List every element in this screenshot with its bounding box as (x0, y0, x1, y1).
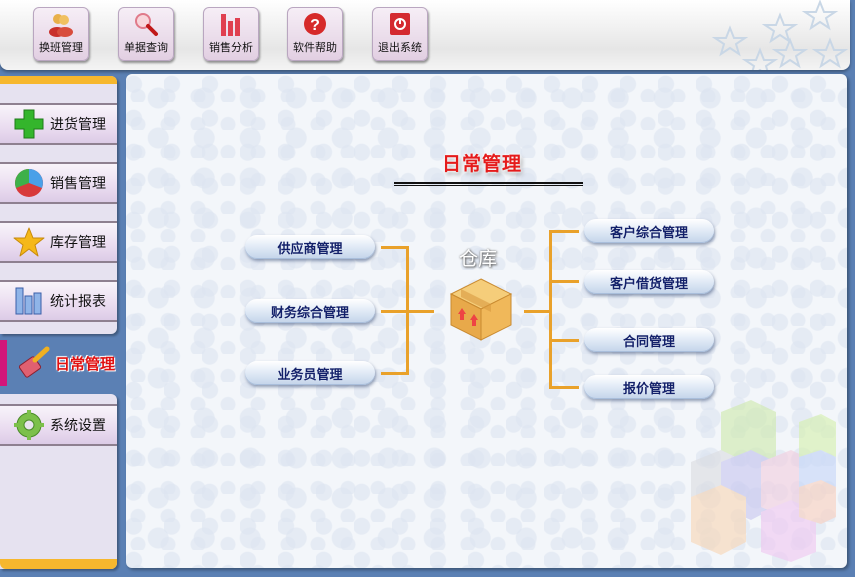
salesperson-management-button[interactable]: 业务员管理 (245, 361, 375, 385)
connector-line (549, 386, 579, 389)
sidebar-item-reports[interactable]: 统计报表 (0, 280, 117, 322)
sidebar-cap (0, 76, 117, 84)
top-toolbar: 换班管理 单据查询 销售分析 ? 软件帮助 退出系统 (0, 0, 850, 70)
sidebar-group-lower: 系统设置 (0, 394, 117, 569)
exit-system-button[interactable]: 退出系统 (372, 7, 428, 61)
sidebar-item-label: 统计报表 (50, 294, 106, 310)
sidebar-item-label: 系统设置 (50, 418, 106, 434)
warehouse-label: 仓库 (459, 248, 498, 270)
supplier-management-button[interactable]: 供应商管理 (245, 235, 375, 259)
svg-text:?: ? (310, 17, 320, 34)
connector-line (381, 372, 407, 375)
document-query-button[interactable]: 单据查询 (118, 7, 174, 61)
sidebar-item-purchase[interactable]: 进货管理 (0, 103, 117, 145)
help-icon: ? (301, 11, 329, 37)
customer-loan-management-button[interactable]: 客户借货管理 (584, 270, 714, 294)
sidebar-group-upper: 进货管理 销售管理 库存管理 统计报表 (0, 76, 117, 334)
bar-chart-icon (12, 284, 46, 318)
title-divider (394, 182, 583, 186)
sidebar-item-label: 销售管理 (50, 176, 106, 192)
users-icon (47, 11, 75, 37)
sidebar-cap (0, 559, 117, 569)
star-icon (12, 225, 46, 259)
toolbar-button-label: 换班管理 (39, 41, 83, 54)
toolbar-button-label: 软件帮助 (293, 41, 337, 54)
cubes-decoration (691, 400, 836, 562)
contract-management-button[interactable]: 合同管理 (584, 328, 714, 352)
magnifier-icon (132, 11, 160, 37)
toolbar-button-label: 销售分析 (209, 41, 253, 54)
finance-management-button[interactable]: 财务综合管理 (245, 299, 375, 323)
stars-decoration (711, 0, 849, 70)
connector-line (549, 230, 579, 233)
shift-management-button[interactable]: 换班管理 (33, 7, 89, 61)
sidebar: 进货管理 销售管理 库存管理 统计报表 日常管理 (0, 76, 118, 569)
sidebar-item-settings[interactable]: 系统设置 (0, 404, 117, 446)
gear-icon (12, 408, 46, 442)
connector-line (406, 310, 434, 313)
toolbar-button-label: 退出系统 (378, 41, 422, 54)
main-panel: 日常管理 供应商管理 财务综合管理 业务员管理 仓库 客户综合管理 客户借货管理… (126, 74, 847, 568)
sidebar-item-label: 日常管理 (55, 354, 116, 373)
sidebar-item-label: 进货管理 (50, 117, 106, 133)
pie-chart-icon (12, 166, 46, 200)
bar-chart-icon (217, 11, 245, 37)
connector-line (381, 246, 407, 249)
toolbar-button-label: 单据查询 (124, 41, 168, 54)
customer-management-button[interactable]: 客户综合管理 (584, 219, 714, 243)
software-help-button[interactable]: ? 软件帮助 (287, 7, 343, 61)
connector-line (549, 280, 579, 283)
quotation-management-button[interactable]: 报价管理 (584, 375, 714, 399)
sidebar-item-sales[interactable]: 销售管理 (0, 162, 117, 204)
connector-line (381, 310, 407, 313)
plus-icon (12, 107, 46, 141)
connector-line (524, 310, 550, 313)
page-title: 日常管理 (442, 153, 523, 175)
brush-icon (17, 346, 51, 380)
warehouse-box-icon (449, 278, 513, 341)
sales-analysis-button[interactable]: 销售分析 (203, 7, 259, 61)
sidebar-item-label: 库存管理 (50, 235, 106, 251)
sidebar-item-inventory[interactable]: 库存管理 (0, 221, 117, 263)
connector-line (549, 339, 579, 342)
connector-line (549, 230, 552, 388)
power-icon (386, 11, 414, 37)
sidebar-item-daily-management[interactable]: 日常管理 (0, 340, 124, 386)
